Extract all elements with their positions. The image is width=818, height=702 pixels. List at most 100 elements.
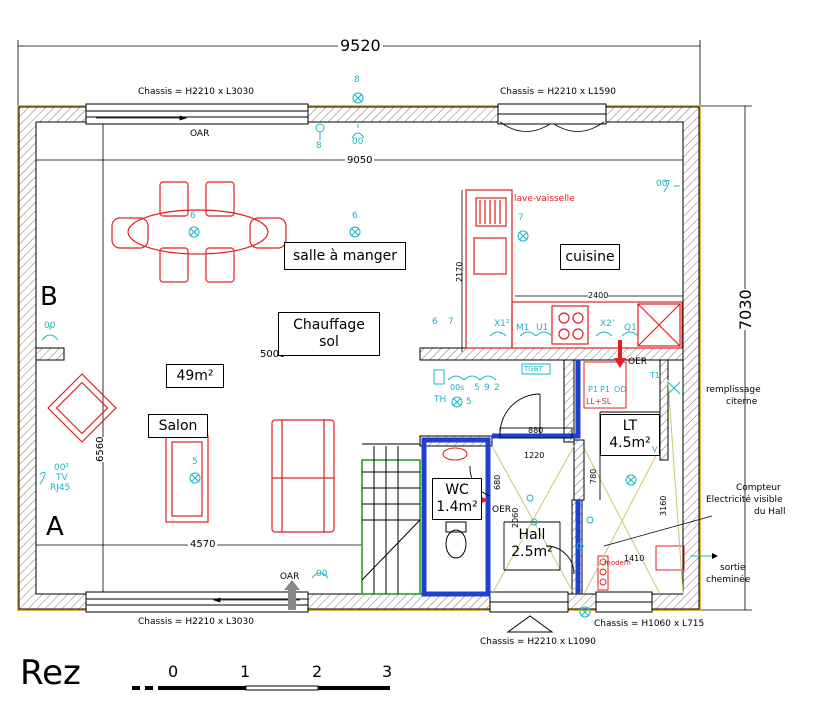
lt-area: 4.5m² (609, 435, 651, 451)
remplissage-line-2: citerne (726, 397, 758, 407)
elec-u1: U1 (536, 323, 549, 333)
oar-bottom: OAR (280, 572, 300, 582)
wc-name: WC (445, 482, 469, 499)
lave-vaisselle-label: lave-vaisselle (514, 194, 575, 204)
elec-8-top: 8 (354, 75, 360, 85)
elec-5b: 5 (466, 397, 472, 407)
living-furniture (47, 373, 335, 533)
sortie-line-2: cheminée (706, 575, 751, 585)
doors (469, 393, 661, 575)
elec-q1: Q1 (624, 323, 637, 333)
elec-00d: 00 (316, 569, 328, 579)
elec-8b: 8 (316, 141, 322, 151)
oar-arrow (284, 580, 300, 610)
modem-label: modem (604, 559, 631, 567)
compteur-leader (603, 515, 713, 547)
elec-x1: X1² (494, 319, 510, 329)
ll-sl-label: LL+SL (586, 397, 612, 406)
tv-line-1: 00² (54, 463, 70, 473)
elec-nine: 9 (484, 383, 490, 393)
room-cuisine: cuisine (560, 244, 620, 270)
elec-6a: 6 (352, 211, 358, 221)
lt-name: LT (622, 418, 638, 435)
tv-line-2: TV (56, 473, 68, 483)
oer-label-2: OER (492, 505, 512, 515)
elec-t1: T1 (650, 371, 660, 380)
elec-5a: 5 (192, 457, 198, 467)
hall-name: Hall (518, 527, 546, 544)
stairs (361, 443, 421, 595)
chauffage-box: Chauffage sol (278, 312, 380, 356)
room-salon: Salon (148, 414, 208, 438)
tgbt-label: TGBT (524, 365, 543, 373)
elec-two: 2 (494, 383, 500, 393)
compteur-line-2: Electricité visible (706, 495, 783, 505)
elec-v: V (652, 445, 658, 454)
chassis-bottom-left: Chassis = H2210 x L3030 (138, 617, 254, 627)
sortie-line-1: sortie (720, 563, 746, 573)
room-cuisine-label: cuisine (565, 248, 615, 265)
tv-line-3: RJ45 (50, 483, 71, 493)
kitchen-fixtures (465, 189, 683, 349)
oar-top: OAR (190, 129, 210, 139)
scale-tick-1: 1 (240, 662, 251, 681)
walls (18, 106, 700, 610)
lt-door-label: 780 (589, 468, 598, 484)
electrical-symbols (39, 92, 718, 618)
room-lt: LT 4.5m² (600, 414, 660, 456)
chauffage-line-2: sol (319, 334, 339, 350)
remplissage-line-1: remplissage (706, 385, 761, 395)
elec-six: 6 (432, 317, 438, 327)
elec-seven: 7 (448, 317, 454, 327)
elec-p1b: P1 (600, 385, 610, 394)
room-salon-label: Salon (158, 417, 198, 434)
chassis-bottom-center: Chassis = H2210 x L1090 (480, 637, 596, 647)
elec-7: 7 (518, 213, 524, 223)
elec-00a: 00 (352, 137, 364, 147)
wc-door-label: 680 (493, 474, 502, 490)
chauffage-line-1: Chauffage (293, 317, 365, 334)
overall-height-label: 7030 (736, 289, 755, 330)
axis-b: B (40, 282, 58, 312)
chassis-bottom-right: Chassis = H1060 x L715 (594, 619, 705, 629)
room-salle-label: salle à manger (292, 247, 398, 264)
right-col-label: 3160 (659, 495, 668, 516)
right-run-label: 1410 (624, 554, 645, 563)
room-hall: Hall 2.5m² (506, 524, 558, 564)
entry-step (506, 615, 554, 633)
elec-6b: 6 (190, 211, 196, 221)
scale-tick-2: 2 (312, 662, 323, 681)
chassis-top-left: Chassis = H2210 x L3030 (138, 87, 254, 97)
level-title: Rez (20, 653, 81, 693)
salon-line-label: 4570 (188, 539, 218, 550)
elec-00b: 00 (656, 179, 668, 189)
area-main-box: 49m² (166, 364, 224, 388)
overall-width-label: 9520 (338, 36, 383, 55)
scale-bar (132, 685, 390, 691)
th-label: TH (434, 395, 447, 405)
elec-five: 5 (474, 383, 480, 393)
corridor-label: 1220 (524, 451, 545, 460)
scale-tick-0: 0 (168, 662, 179, 681)
dimension-lines (17, 40, 752, 611)
door-width-label: 880 (528, 426, 544, 435)
chassis-top-right: Chassis = H2210 x L1590 (500, 87, 616, 97)
building-outline (17, 105, 701, 611)
windows (85, 103, 653, 613)
room-wc: WC 1.4m² (432, 478, 482, 520)
left-height-label: 6560 (95, 436, 106, 462)
kitchen-run-label: 2400 (588, 291, 609, 300)
dining-table (111, 181, 287, 283)
hall-area: 2.5m² (511, 544, 553, 560)
axis-a: A (46, 512, 64, 542)
hall-plumbing (492, 340, 685, 594)
compteur-line-3: du Hall (754, 507, 786, 517)
elec-od: OD (614, 385, 627, 394)
kitchen-depth-label: 2170 (455, 261, 464, 282)
elec-m1: M1 (516, 323, 530, 333)
window-swings (96, 115, 605, 603)
compteur-line-1: Compteur (736, 483, 781, 493)
oer-label-1: OER (628, 357, 648, 367)
elec-p1: P1 (588, 385, 598, 394)
